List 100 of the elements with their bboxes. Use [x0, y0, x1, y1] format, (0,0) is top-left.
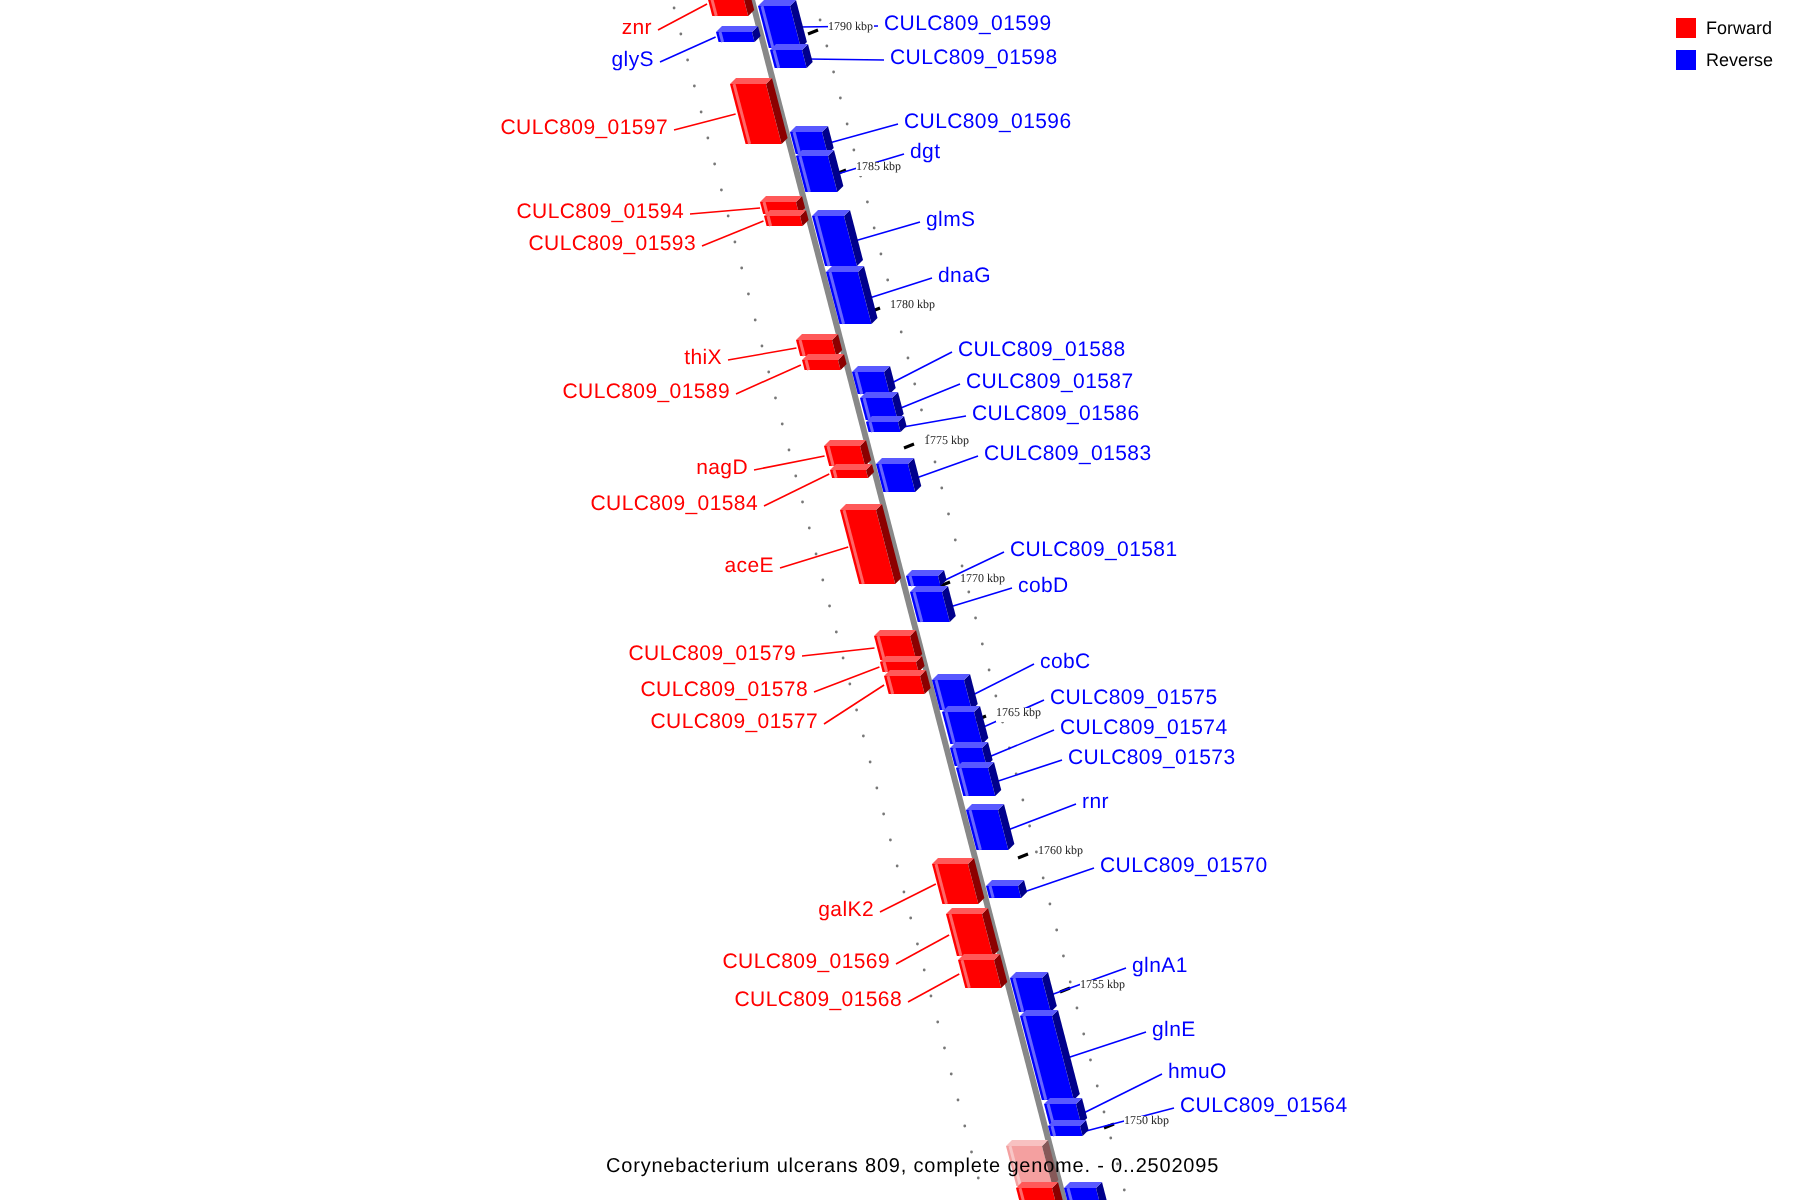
leader-line: [907, 973, 961, 1003]
gene-block: [840, 504, 902, 584]
gene-label: nagD: [696, 456, 748, 480]
caption: Corynebacterium ulcerans 809, complete genome. - 0..2502095: [606, 1154, 1220, 1180]
gene-block: [764, 210, 809, 226]
leader-line: [902, 415, 967, 428]
gene-label: galK2: [818, 898, 874, 922]
gene-label: znr: [621, 16, 652, 40]
leader-line: [1085, 1107, 1175, 1132]
leader-line: [879, 883, 937, 913]
gene-label: hmuO: [1168, 1060, 1227, 1084]
gene-label: CULC809_01568: [734, 988, 902, 1012]
leader-line: [1007, 803, 1077, 831]
gene-block: [986, 880, 1028, 898]
gene-label: CULC809_01578: [640, 678, 808, 702]
gene-block: [932, 858, 985, 904]
gene-label: CULC809_01594: [516, 200, 684, 224]
leader-line: [753, 455, 826, 471]
leader-line: [701, 220, 765, 247]
gene-label: CULC809_01596: [904, 110, 1072, 134]
gene-label: glmS: [926, 208, 976, 232]
leader-line: [853, 221, 921, 242]
gene-label: CULC809_01574: [1060, 716, 1228, 740]
leader-line: [1080, 1073, 1163, 1115]
gene-block: [945, 908, 999, 956]
leader-line: [868, 277, 933, 299]
gene-block: [905, 570, 947, 586]
leader-line: [949, 587, 1013, 608]
gene-block: [852, 366, 897, 394]
gene-label: glnE: [1152, 1018, 1196, 1042]
gene-block: [865, 416, 907, 432]
gene-label: CULC809_01573: [1068, 746, 1236, 770]
leader-line: [942, 551, 1005, 582]
leader-line: [915, 455, 979, 479]
legend-label: Reverse: [1706, 48, 1774, 72]
leader-line: [659, 36, 717, 63]
gene-block: [769, 44, 812, 68]
gene-label: CULC809_01581: [1010, 538, 1178, 562]
leader-line: [813, 666, 881, 693]
gene-label: CULC809_01588: [958, 338, 1126, 362]
gene-block: [941, 706, 988, 744]
gene-block: [966, 804, 1015, 850]
leader-line: [727, 347, 798, 361]
leader-line: [763, 473, 831, 507]
gene-label: CULC809_01587: [966, 370, 1134, 394]
gene-label: CULC809_01583: [984, 442, 1152, 466]
gene-label: thiX: [684, 346, 722, 370]
leader-line: [801, 647, 876, 657]
leader-line: [994, 759, 1063, 783]
leader-line: [890, 351, 953, 384]
gene-label: CULC809_01589: [562, 380, 730, 404]
leader-line: [1066, 1031, 1147, 1059]
gene-label: CULC809_01569: [722, 950, 890, 974]
gene-label: glyS: [611, 48, 654, 72]
gene-label: CULC809_01598: [890, 46, 1058, 70]
leader-line: [673, 113, 737, 131]
leader-line: [689, 207, 761, 215]
gene-label: dnaG: [938, 264, 991, 288]
gene-label: CULC809_01593: [528, 232, 696, 256]
leader-line: [895, 934, 950, 965]
gene-block: [716, 26, 761, 42]
gene-block: [801, 354, 847, 370]
leader-line: [657, 3, 708, 31]
gene-label: cobD: [1018, 574, 1069, 598]
gene-label: CULC809_01579: [628, 642, 796, 666]
gene-label: CULC809_01597: [500, 116, 668, 140]
leader-line: [1023, 867, 1095, 893]
gene-block: [1048, 1120, 1090, 1136]
leader-line: [828, 123, 899, 144]
gene-label: CULC809_01575: [1050, 686, 1218, 710]
gene-block: [883, 670, 931, 694]
leader-line: [980, 699, 1045, 729]
gene-label: glnA1: [1132, 954, 1188, 978]
gene-block: [812, 210, 864, 266]
leader-line: [823, 684, 885, 725]
gene-label: dgt: [910, 140, 941, 164]
leader-line: [779, 546, 849, 569]
gene-block: [1010, 972, 1058, 1012]
gene-label: CULC809_01570: [1100, 854, 1268, 878]
gene-label: CULC809_01599: [884, 12, 1052, 36]
gene-block: [729, 78, 788, 144]
leader-line: [735, 364, 802, 395]
leader-line: [1049, 967, 1127, 996]
gene-label: CULC809_01564: [1180, 1094, 1348, 1118]
gene-label: CULC809_01577: [650, 710, 818, 734]
leader-line: [897, 383, 961, 410]
gene-block: [823, 440, 872, 466]
gene-label: CULC809_01586: [972, 402, 1140, 426]
gene-block: [957, 954, 1007, 988]
leader-line: [971, 663, 1035, 696]
gene-label: rnr: [1082, 790, 1109, 814]
gene-block: [826, 266, 879, 324]
gene-label: cobC: [1040, 650, 1091, 674]
leader-line: [988, 729, 1055, 758]
gene-label: aceE: [724, 554, 774, 578]
gene-block: [830, 464, 875, 478]
leader-line: [806, 58, 885, 61]
legend-label: Forward: [1706, 16, 1773, 40]
gene-block: [876, 458, 922, 492]
gene-label: CULC809_01584: [590, 492, 758, 516]
